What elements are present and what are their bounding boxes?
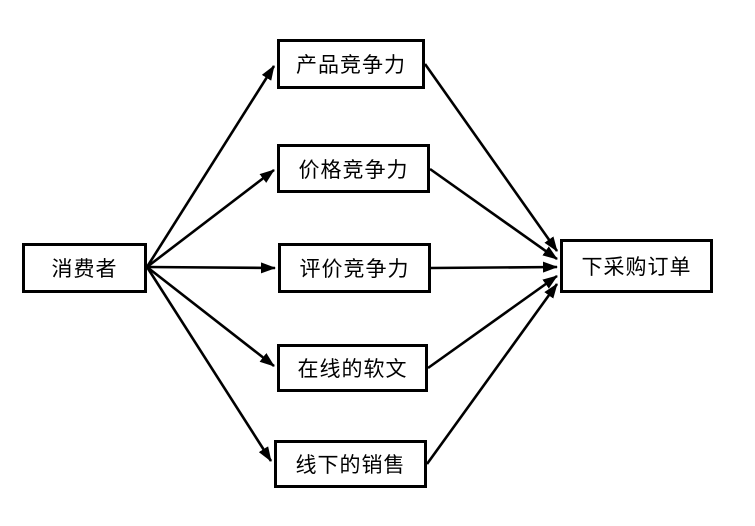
node-price-competitiveness-label: 价格竞争力 (298, 157, 409, 182)
edge-consumer-product (145, 65, 276, 268)
node-consumer-label: 消费者 (51, 257, 118, 281)
node-offline-sales: 线下的销售 (274, 440, 427, 488)
edge-product-order (423, 63, 559, 252)
node-place-purchase-order: 下采购订单 (560, 239, 713, 293)
edge-consumer-review (146, 262, 276, 274)
node-product-competitiveness-label: 产品竞争力 (296, 53, 406, 77)
node-price-competitiveness: 价格竞争力 (277, 144, 430, 193)
node-offline-sales-label: 线下的销售 (295, 453, 406, 477)
node-consumer: 消费者 (22, 243, 147, 293)
edge-consumer-offline (145, 266, 273, 462)
edge-price-order (429, 167, 558, 261)
node-review-competitiveness-label: 评价竞争力 (299, 257, 410, 281)
edge-online-order (427, 274, 558, 370)
node-online-articles: 在线的软文 (277, 344, 428, 392)
node-review-competitiveness: 评价竞争力 (278, 243, 431, 293)
edge-consumer-online (146, 265, 275, 368)
node-product-competitiveness: 产品竞争力 (277, 39, 425, 89)
edge-consumer-price (146, 168, 275, 269)
node-online-articles-label: 在线的软文 (297, 357, 408, 381)
edge-offline-order (425, 283, 559, 465)
node-place-purchase-order-label: 下采购订单 (581, 255, 692, 279)
edge-review-order (430, 261, 558, 273)
